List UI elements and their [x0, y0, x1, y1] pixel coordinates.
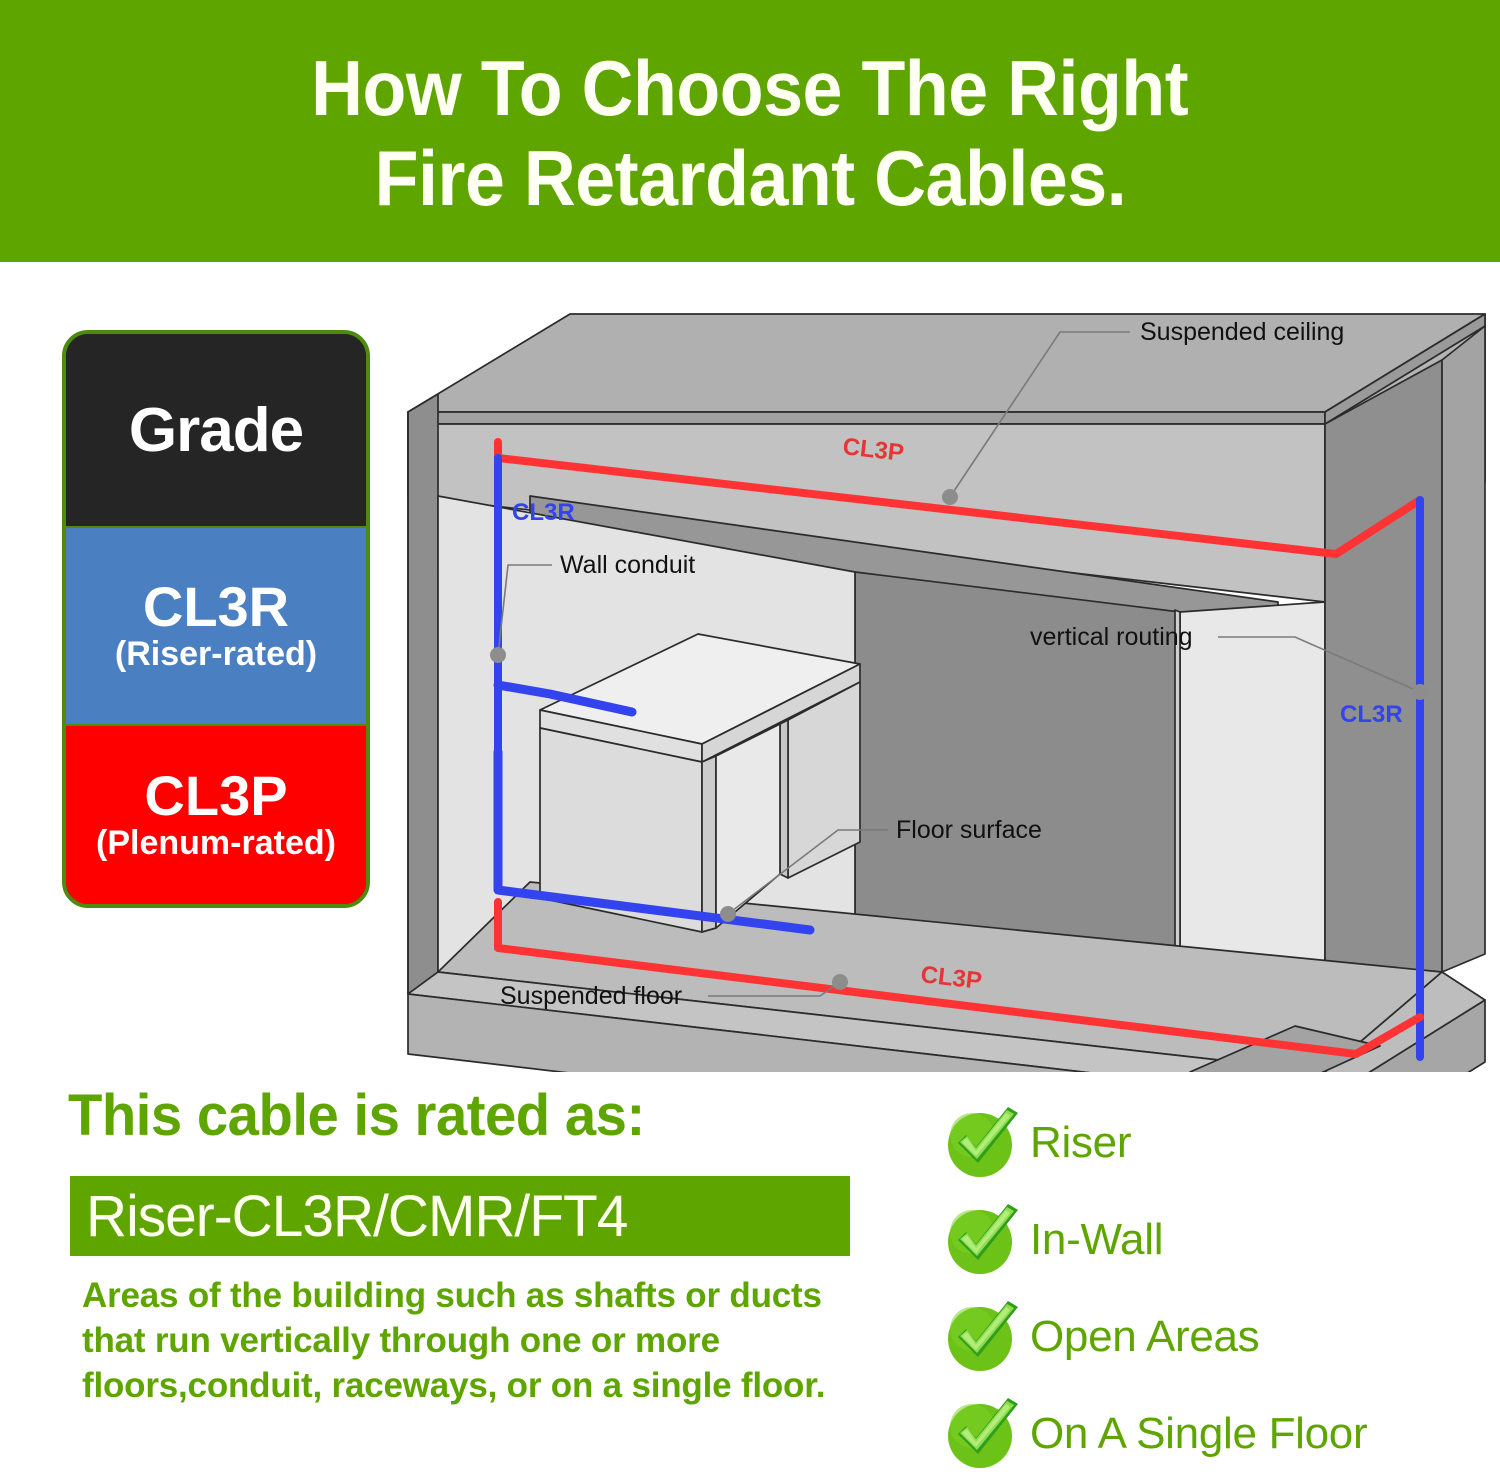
grade-legend-title: Grade [128, 395, 304, 465]
grade-code-plenum: CL3P [144, 764, 288, 828]
grade-legend-row-plenum: CL3P (Plenum-rated) [66, 726, 366, 904]
cable-label-right-cl3r: CL3R [1340, 701, 1403, 728]
grade-legend-header: Grade [66, 334, 366, 526]
checklist-item-label: Open Areas [1030, 1311, 1260, 1361]
right-exterior-wall [1441, 325, 1486, 973]
checklist-item: On A Single Floor [948, 1385, 1488, 1482]
callout-label-wall-conduit: Wall conduit [560, 551, 695, 579]
rated-as-heading: This cable is rated as: [68, 1083, 645, 1148]
grade-subtitle-plenum: (Plenum-rated) [96, 824, 336, 863]
grade-legend-row-riser: CL3R (Riser-rated) [66, 526, 366, 726]
header-banner: How To Choose The Right Fire Retardant C… [0, 0, 1500, 262]
check-circle-icon [948, 1300, 1018, 1371]
checklist-item-label: On A Single Floor [1030, 1408, 1368, 1458]
check-circle-icon [948, 1203, 1018, 1274]
desk-left-panel-edge [701, 755, 717, 933]
checklist-item: Riser [948, 1094, 1488, 1191]
cable-plenum-ceiling [494, 438, 1424, 558]
headline-line-2: Fire Retardant Cables. [374, 134, 1126, 222]
leader-vertical-routing [1218, 636, 1421, 693]
rated-badge: Riser-CL3R/CMR/FT4 [70, 1176, 850, 1256]
checklist-item-label: Riser [1030, 1117, 1132, 1167]
left-exterior-wall [407, 393, 439, 995]
cable-plenum-floor [494, 898, 1424, 1058]
cable-riser-desk-branch [493, 680, 637, 717]
callout-dot-vertical-routing [1412, 684, 1428, 700]
desk-right-panel-edge [779, 719, 789, 879]
headline-line-1: How To Choose The Right [311, 43, 1189, 132]
leader-suspended-floor [708, 981, 841, 997]
rated-badge-text: Riser-CL3R/CMR/FT4 [86, 1183, 628, 1249]
right-partition-edge [1174, 609, 1181, 1001]
callout-label-floor-surface: Floor surface [896, 816, 1042, 844]
callout-label-vertical-routing: vertical routing [1030, 623, 1193, 651]
grade-legend-card: Grade CL3R (Riser-rated) CL3P (Plenum-ra… [62, 330, 370, 908]
room-cable-routing-diagram: .ln{stroke:#2b2b2b;stroke-width:1.7;stro… [390, 282, 1495, 1072]
suspended-floor-front [407, 993, 1091, 1072]
check-circle-icon [948, 1106, 1018, 1177]
cable-label-left-cl3r: CL3R [512, 499, 575, 526]
grade-subtitle-riser: (Riser-rated) [114, 635, 318, 674]
capability-checklist: Riser In-Wall Open Areas [948, 1094, 1488, 1482]
callout-label-suspended-floor: Suspended floor [500, 982, 682, 1010]
leader-floor-surface [727, 829, 888, 915]
checklist-item-label: In-Wall [1030, 1214, 1164, 1264]
ceiling-top-bevel [407, 411, 1326, 425]
callout-dot-suspended-ceiling [942, 489, 958, 505]
callout-dot-suspended-floor [832, 974, 848, 990]
callout-dot-floor-surface [720, 906, 736, 922]
cable-riser-floor-run [493, 747, 815, 935]
leader-wall-conduit [497, 564, 552, 656]
checklist-item: Open Areas [948, 1288, 1488, 1385]
callout-dot-wall-conduit [490, 647, 506, 663]
grade-code-riser: CL3R [142, 575, 290, 639]
rated-description: Areas of the building such as shafts or … [82, 1276, 826, 1405]
checklist-item: In-Wall [948, 1191, 1488, 1288]
check-circle-icon [948, 1397, 1018, 1468]
callout-label-suspended-ceiling: Suspended ceiling [1140, 318, 1344, 346]
leader-suspended-ceiling [949, 331, 1130, 498]
